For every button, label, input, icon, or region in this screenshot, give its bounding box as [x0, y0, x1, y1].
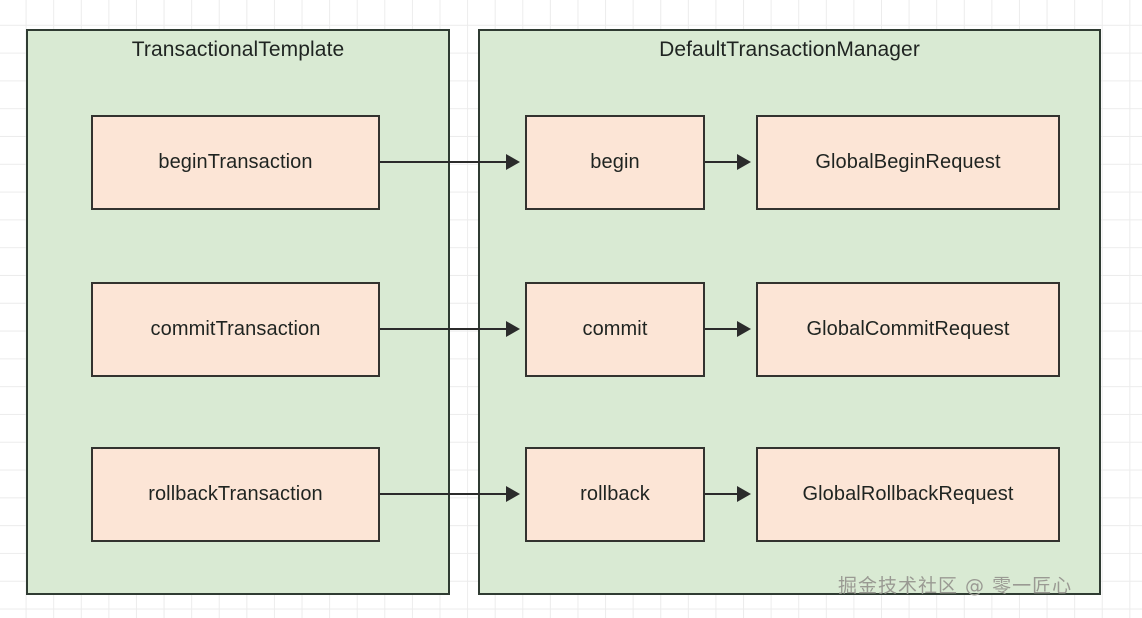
arrow-line-begin-transaction-to-begin — [380, 161, 506, 163]
container-title-default-transaction-manager: DefaultTransactionManager — [659, 38, 920, 61]
node-begin[interactable]: begin — [525, 115, 705, 210]
arrow-line-begin-to-global-begin-request — [705, 161, 737, 163]
node-label-begin-transaction: beginTransaction — [158, 151, 313, 173]
arrow-head-commit-transaction-to-commit — [506, 321, 520, 337]
node-commit-transaction[interactable]: commitTransaction — [91, 282, 380, 377]
node-label-rollback: rollback — [580, 483, 650, 505]
arrow-head-begin-transaction-to-begin — [506, 154, 520, 170]
node-commit[interactable]: commit — [525, 282, 705, 377]
node-global-rollback-request[interactable]: GlobalRollbackRequest — [756, 447, 1060, 542]
arrow-line-commit-to-global-commit-request — [705, 328, 737, 330]
node-label-global-begin-request: GlobalBeginRequest — [815, 151, 1001, 173]
arrow-line-rollback-transaction-to-rollback — [380, 493, 506, 495]
arrow-head-rollback-to-global-rollback-request — [737, 486, 751, 502]
node-rollback[interactable]: rollback — [525, 447, 705, 542]
node-label-begin: begin — [590, 151, 640, 173]
watermark-text: 掘金技术社区 @ 零一匠心 — [838, 575, 1073, 597]
arrow-line-commit-transaction-to-commit — [380, 328, 506, 330]
node-label-global-commit-request: GlobalCommitRequest — [806, 318, 1010, 340]
arrow-line-rollback-to-global-rollback-request — [705, 493, 737, 495]
node-global-commit-request[interactable]: GlobalCommitRequest — [756, 282, 1060, 377]
node-begin-transaction[interactable]: beginTransaction — [91, 115, 380, 210]
node-label-commit-transaction: commitTransaction — [150, 318, 321, 340]
arrow-head-rollback-transaction-to-rollback — [506, 486, 520, 502]
node-rollback-transaction[interactable]: rollbackTransaction — [91, 447, 380, 542]
node-label-rollback-transaction: rollbackTransaction — [148, 483, 323, 505]
container-title-transactional-template: TransactionalTemplate — [131, 38, 345, 61]
node-label-global-rollback-request: GlobalRollbackRequest — [802, 483, 1014, 505]
arrow-head-begin-to-global-begin-request — [737, 154, 751, 170]
arrow-head-commit-to-global-commit-request — [737, 321, 751, 337]
node-global-begin-request[interactable]: GlobalBeginRequest — [756, 115, 1060, 210]
node-label-commit: commit — [582, 318, 648, 340]
